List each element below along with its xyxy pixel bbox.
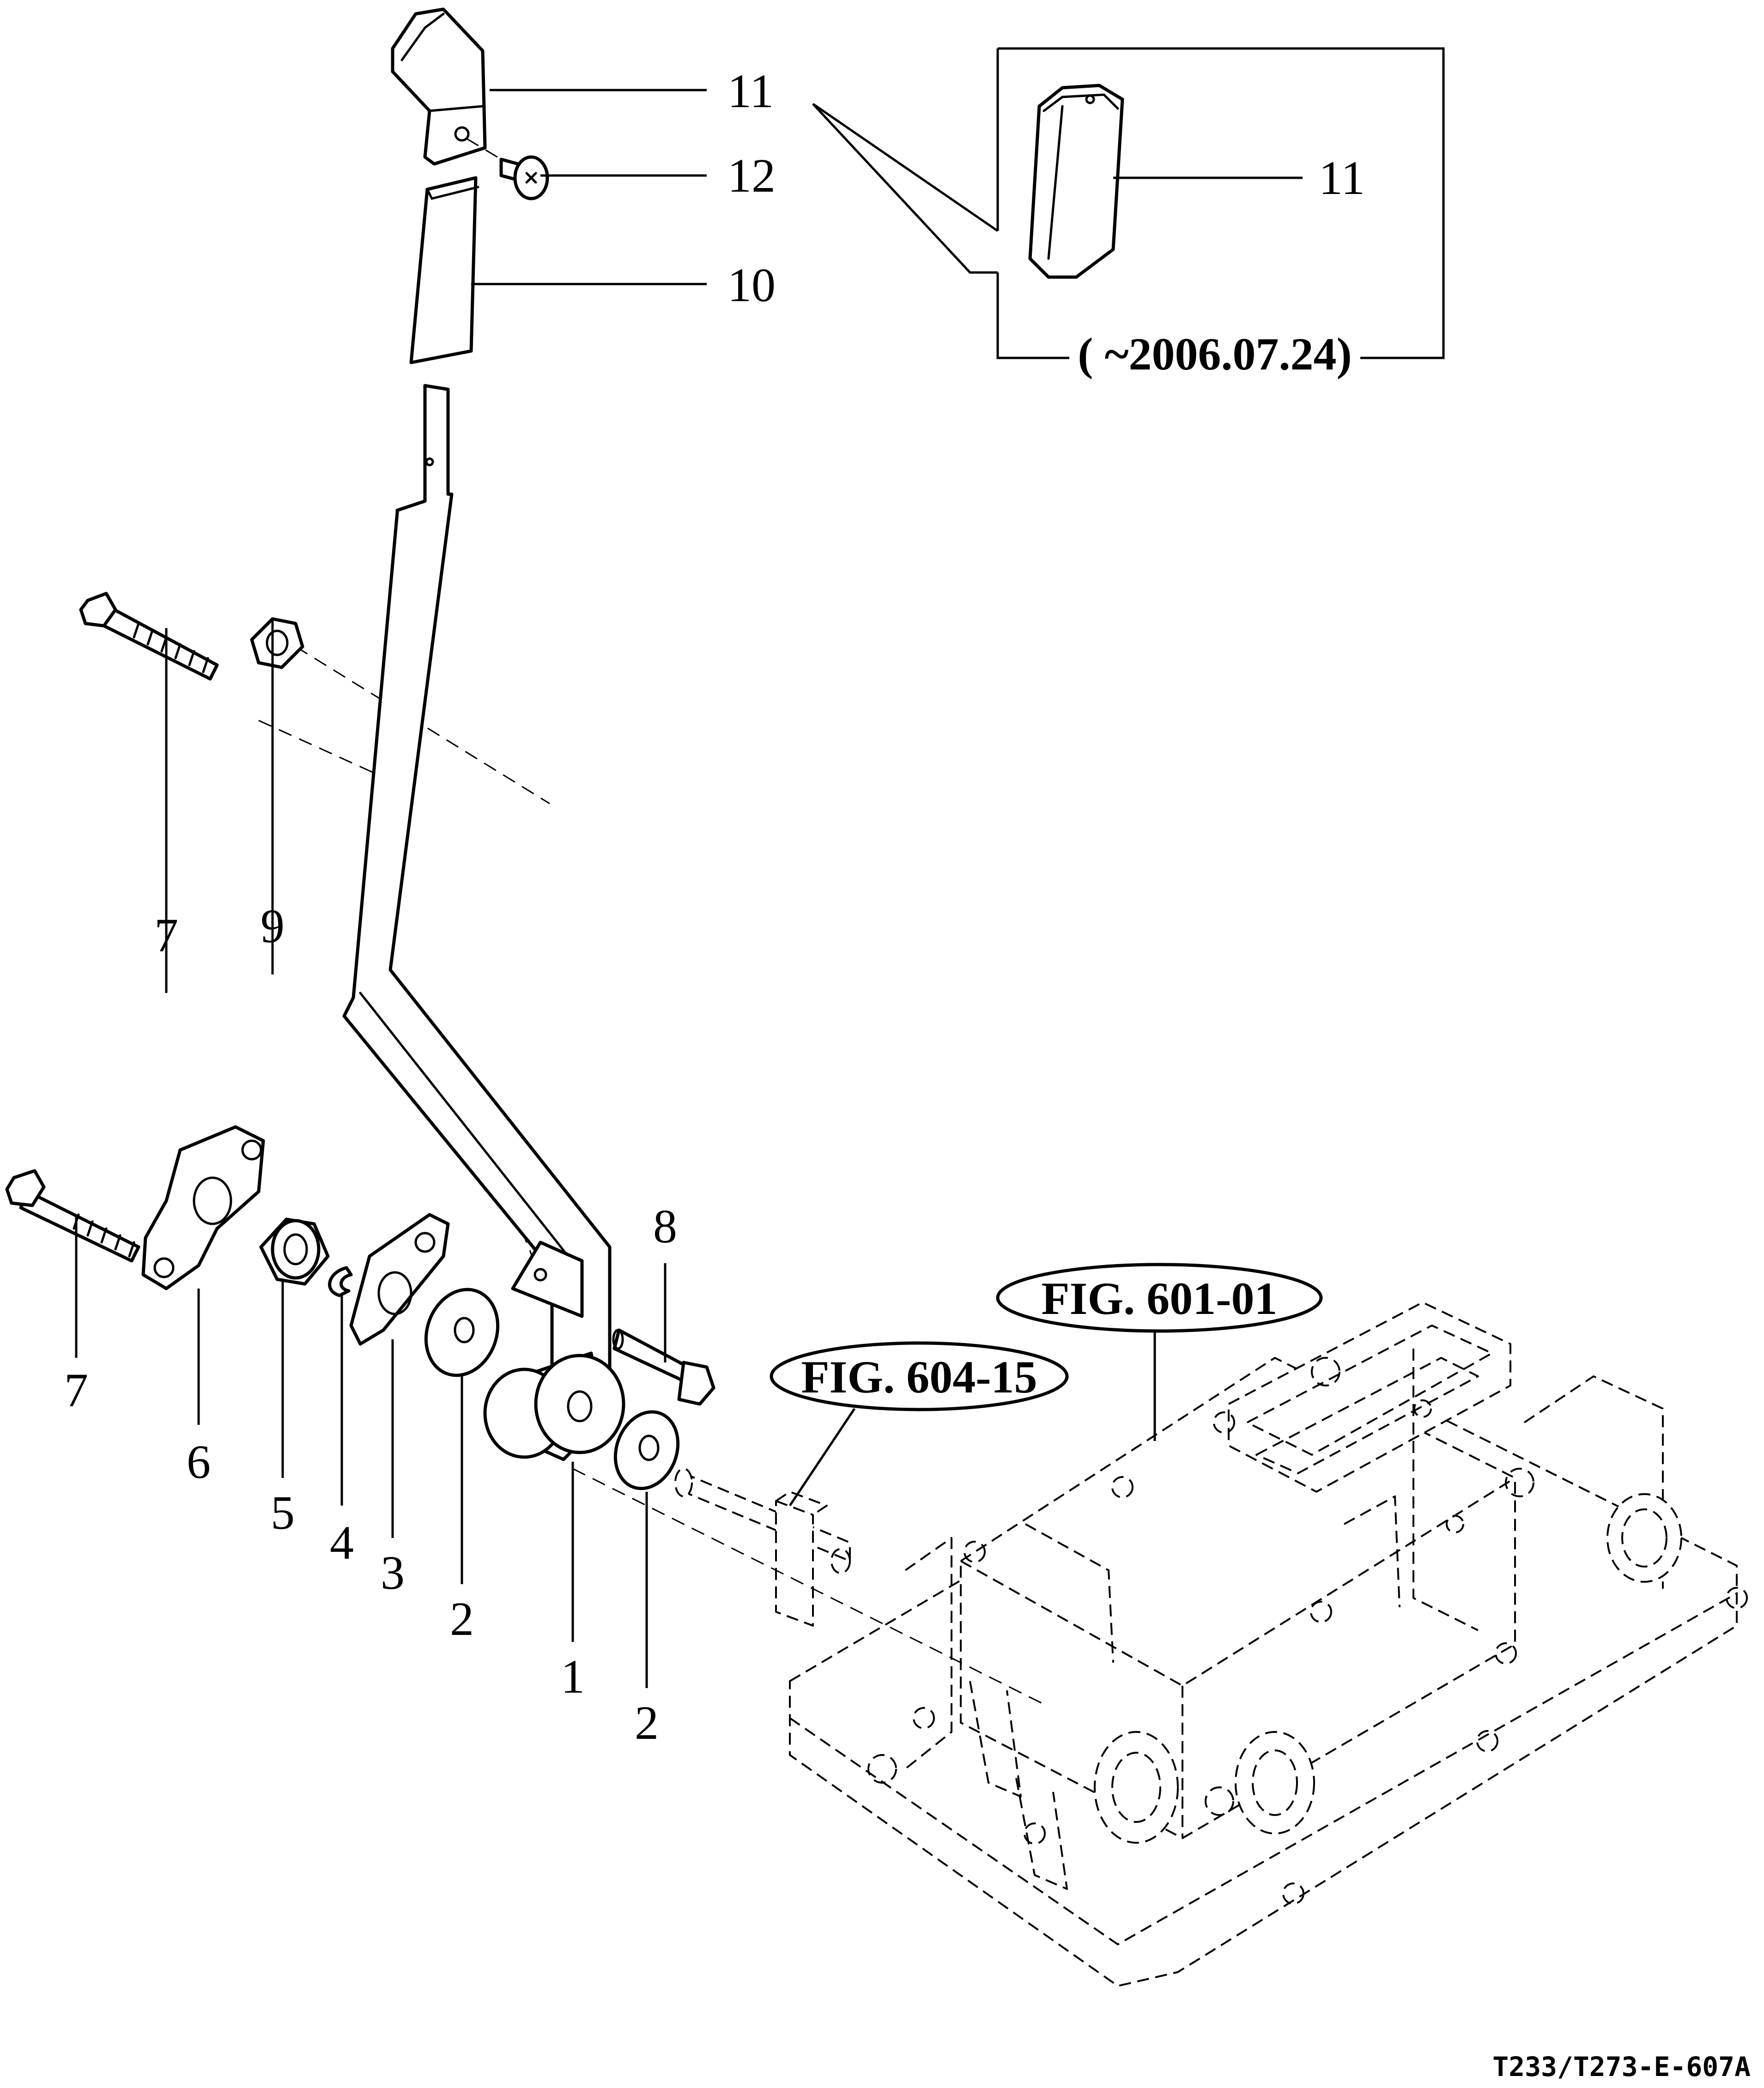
ref-fig-604-15-label: FIG. 604-15 (801, 1351, 1037, 1403)
ref-fig-601-01-label: FIG. 601-01 (1041, 1273, 1277, 1324)
part-4-clip (328, 1266, 353, 1297)
callout-4: 4 (330, 1516, 354, 1569)
part-callouts: 11 12 10 7 9 8 7 6 5 4 3 2 1 2 (64, 65, 776, 1749)
inset-date-range: ( ~2006.07.24) (1078, 328, 1352, 380)
shift-shaft (674, 1468, 851, 1627)
callout-7-lower: 7 (64, 1364, 88, 1417)
part-1-boss (483, 1351, 625, 1461)
ref-fig-601-01: FIG. 601-01 (996, 1263, 1323, 1441)
callout-11-inset: 11 (1319, 151, 1365, 205)
callout-11: 11 (727, 65, 774, 118)
callout-2-left: 2 (450, 1592, 474, 1646)
transmission-housing (789, 1301, 1748, 1987)
part-12-screw (466, 138, 549, 200)
inset-early-grip: 11 ( ~2006.07.24) (812, 47, 1445, 380)
callout-12: 12 (727, 149, 776, 202)
callout-5: 5 (271, 1486, 295, 1539)
callout-3: 3 (381, 1546, 405, 1599)
part-5-bushing (259, 1217, 330, 1286)
callout-10: 10 (727, 259, 776, 312)
part-8-bolt (612, 1328, 715, 1406)
part-3-link (349, 1213, 450, 1346)
callout-9: 9 (261, 900, 285, 953)
callout-2-right: 2 (635, 1696, 659, 1749)
leader-lines (75, 89, 707, 1688)
callout-8: 8 (653, 1200, 677, 1253)
part-2-washer-left (424, 1288, 500, 1377)
part-9-nut (250, 617, 304, 669)
drawing-code: T233/T273-E-607A (1492, 2051, 1751, 2082)
part-11-grip (391, 7, 487, 166)
part-7-bolt-lower (5, 1169, 140, 1263)
callout-1: 1 (561, 1650, 585, 1703)
ref-fig-604-15: FIG. 604-15 (770, 1341, 1069, 1507)
part-6-plate (141, 1125, 265, 1290)
callout-6: 6 (187, 1435, 211, 1489)
callout-7-upper: 7 (154, 909, 178, 962)
part-7-bolt-upper (79, 592, 219, 681)
part-2-washer-right (613, 1410, 680, 1490)
lever-assembly (342, 384, 612, 1383)
part-10-sleeve (409, 176, 479, 364)
